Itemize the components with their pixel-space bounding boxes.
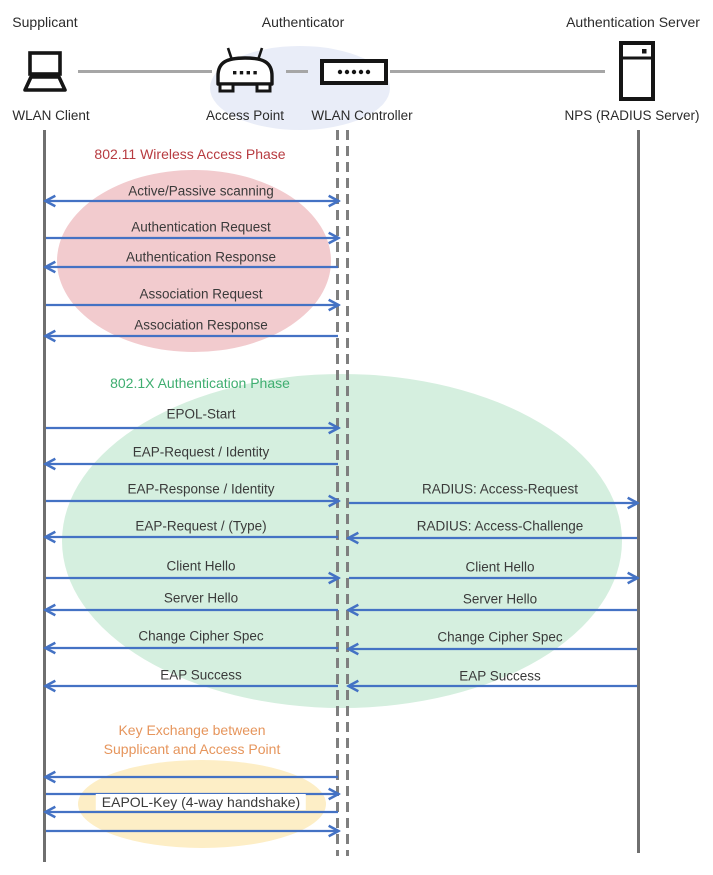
message-label: Change Cipher Spec [138,628,264,644]
message-label: EAP Success [459,668,541,684]
link-line-controller-server [390,70,605,73]
message-label: EAP-Response / Identity [127,481,275,497]
role-label-supplicant: Supplicant [12,14,78,30]
message-label: EAP-Request / Identity [132,444,270,460]
message-label: Client Hello [465,559,535,575]
lifeline-wlan-controller-dash-2 [346,130,349,856]
key-exchange-phase-title: Key Exchange between [118,722,266,738]
message-label: EAP-Request / (Type) [135,518,267,534]
lifeline-nps-server [637,130,640,853]
message-label: Authentication Response [125,249,277,265]
message-label: Association Request [139,286,263,302]
device-label-access-point: Access Point [205,108,285,123]
authentication-phase-title: 802.1X Authentication Phase [110,375,290,391]
message-label: EAPOL-Key (4-way handshake) [95,794,307,810]
message-label: Association Response [134,317,268,333]
message-label: Server Hello [163,590,239,606]
message-label: Client Hello [166,558,236,574]
message-label: EPOL-Start [166,406,236,422]
lifeline-wlan-controller-dash-1 [336,130,339,856]
message-label: Active/Passive scanning [128,183,274,199]
message-label: RADIUS: Access-Challenge [416,518,584,534]
wlan-controller-icon [320,59,388,85]
link-line-client-ap [78,70,212,73]
key-exchange-phase-title: Supplicant and Access Point [103,741,281,757]
device-label-wlan-controller: WLAN Controller [311,108,413,123]
role-label-authenticator: Authenticator [261,14,345,30]
message-label: Server Hello [462,591,538,607]
message-label: EAP Success [160,667,242,683]
access-point-icon [212,45,278,98]
lifeline-wlan-client [43,130,46,862]
authentication-phase-ellipse [62,374,622,708]
wireless-access-phase-title: 802.11 Wireless Access Phase [94,146,286,162]
message-label: Change Cipher Spec [437,629,563,645]
link-line-ap-controller [286,70,308,73]
device-label-nps-radius-server: NPS (RADIUS Server) [564,108,700,123]
message-label: RADIUS: Access-Request [421,481,579,497]
message-label: Authentication Request [131,219,271,235]
laptop-icon [13,50,77,96]
role-label-authentication-server: Authentication Server [566,14,700,30]
server-icon [619,41,655,101]
device-label-wlan-client: WLAN Client [12,108,90,123]
